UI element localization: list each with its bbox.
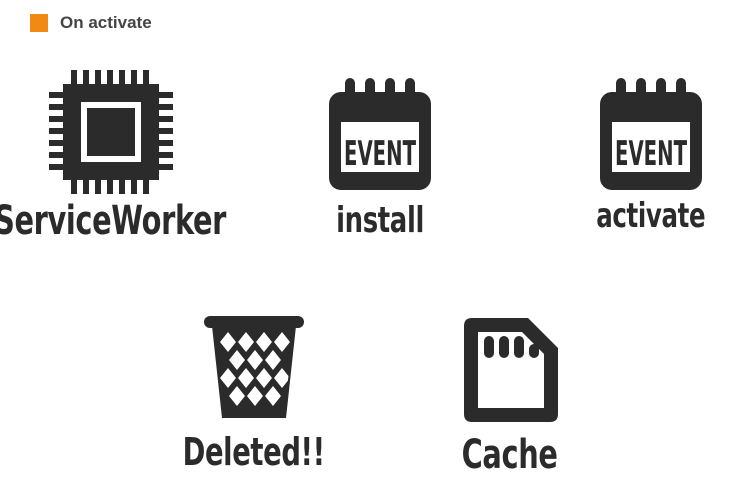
cpu-chip-icon: [48, 70, 173, 194]
node-deleted: Deleted!!: [182, 312, 326, 474]
node-label-service-worker: ServiceWorker: [0, 198, 227, 244]
node-service-worker: ServiceWorker: [0, 68, 227, 244]
activate-event-badge: EVENT: [615, 134, 687, 174]
install-event-badge: EVENT: [344, 134, 416, 174]
legend-label: On activate: [60, 13, 152, 32]
legend: On activate: [30, 13, 152, 33]
calendar-event-icon: EVENT: [600, 78, 702, 190]
node-label-cache: Cache: [462, 432, 558, 478]
node-install: EVENT install: [305, 72, 455, 241]
node-activate: EVENT activate: [576, 72, 726, 236]
node-label-deleted: Deleted!!: [182, 430, 326, 474]
calendar-event-icon: EVENT: [329, 78, 431, 190]
node-label-activate: activate: [596, 196, 706, 236]
node-label-install: install: [336, 200, 424, 241]
trash-basket-icon: [204, 316, 304, 418]
sd-card-icon: [464, 318, 558, 422]
legend-swatch: [30, 14, 48, 32]
node-cache: Cache: [450, 314, 570, 478]
